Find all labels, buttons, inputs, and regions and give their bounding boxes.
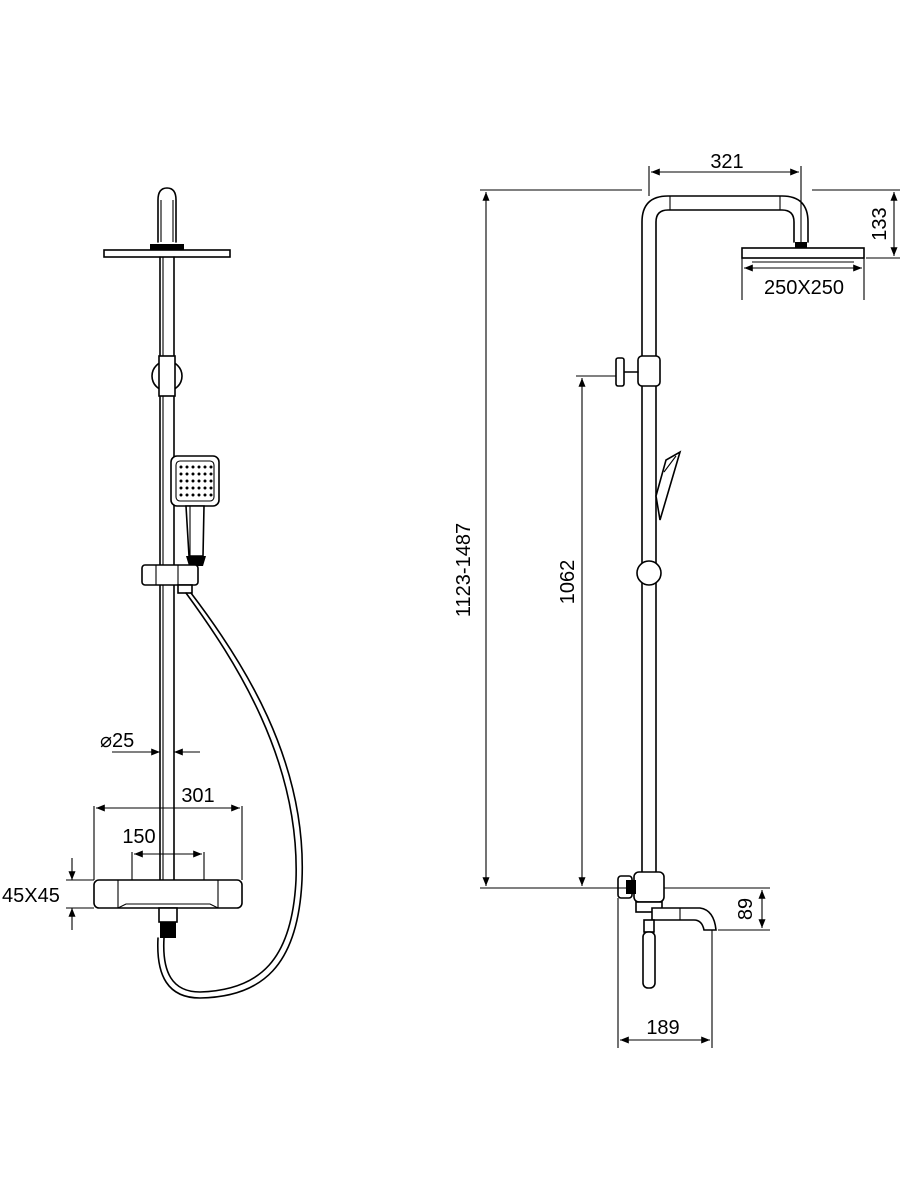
front-hose	[157, 592, 303, 999]
side-view: 321 133 250X250 1123-1487 1062	[453, 151, 900, 1048]
dimension-89: 89	[664, 887, 770, 931]
dimension-1062: 1062	[557, 375, 616, 886]
dimension-150: 150	[122, 826, 205, 880]
dimension-89-label: 89	[735, 898, 757, 920]
front-hand-shower	[170, 455, 220, 566]
dimension-section: 45X45	[2, 858, 94, 930]
front-shower-head	[103, 244, 231, 258]
dimension-1062-label: 1062	[557, 560, 579, 605]
side-mixer-body	[617, 871, 665, 913]
dimension-150-label: 150	[122, 826, 155, 848]
dimension-321-label: 321	[710, 151, 743, 173]
side-lower-hose-holder	[642, 919, 656, 989]
side-hand-shower	[655, 450, 682, 521]
side-riser-pipe	[641, 195, 809, 889]
front-riser-top-cap	[157, 187, 177, 243]
front-pipe-joint	[151, 355, 183, 397]
dimension-height-range-label: 1123-1487	[453, 523, 475, 617]
dimension-133: 133	[812, 189, 900, 259]
dimension-diameter: ⌀25	[100, 730, 200, 756]
dimension-301: 301	[93, 785, 243, 880]
front-view: ⌀25 301 150 45X45	[2, 187, 303, 999]
dimension-189-label: 189	[646, 1017, 679, 1039]
dimension-301-label: 301	[181, 785, 214, 807]
front-thermostatic-mixer	[93, 879, 243, 938]
dimension-321: 321	[648, 151, 802, 242]
dimension-diameter-label: ⌀25	[100, 730, 134, 752]
side-upper-bracket	[615, 355, 661, 387]
front-slide-bracket	[141, 564, 199, 594]
dimension-head-size: 250X250	[741, 258, 865, 300]
side-shower-head	[741, 242, 865, 263]
dimension-section-label: 45X45	[2, 885, 60, 907]
side-bath-spout	[651, 907, 717, 931]
side-slider-ring	[636, 560, 662, 586]
dimension-height-range: 1123-1487	[453, 189, 642, 889]
dimension-head-size-label: 250X250	[764, 277, 844, 299]
dimension-133-label: 133	[869, 207, 891, 240]
dimension-189: 189	[617, 898, 713, 1048]
